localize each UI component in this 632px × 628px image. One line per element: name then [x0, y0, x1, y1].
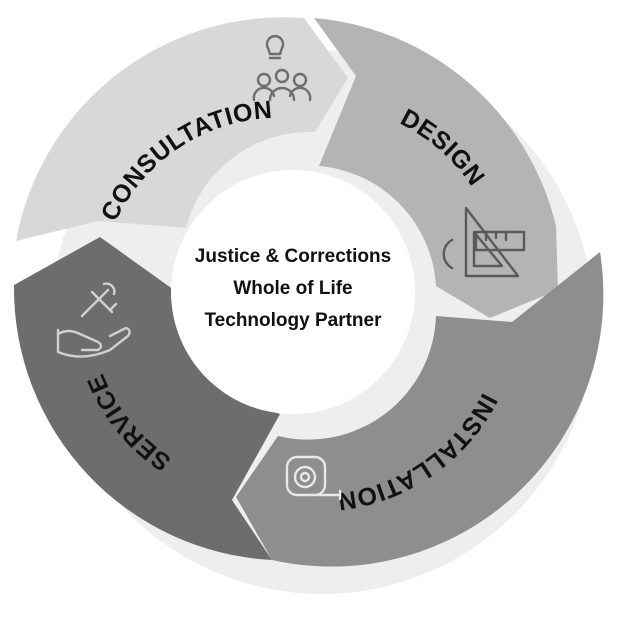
- lightbulb-team-icon: [252, 35, 312, 102]
- center-line-1: Justice & Corrections: [195, 246, 391, 267]
- tape-measure-icon: [285, 455, 342, 501]
- center-circle: [171, 170, 415, 414]
- center-line-3: Technology Partner: [204, 310, 382, 331]
- center-line-2: Whole of Life: [233, 278, 352, 299]
- segment-design: [314, 18, 558, 318]
- segment-service: [13, 237, 281, 560]
- drafting-tools-icon: [442, 206, 526, 278]
- segment-installation: [236, 252, 604, 567]
- hand-tools-icon: [56, 282, 131, 358]
